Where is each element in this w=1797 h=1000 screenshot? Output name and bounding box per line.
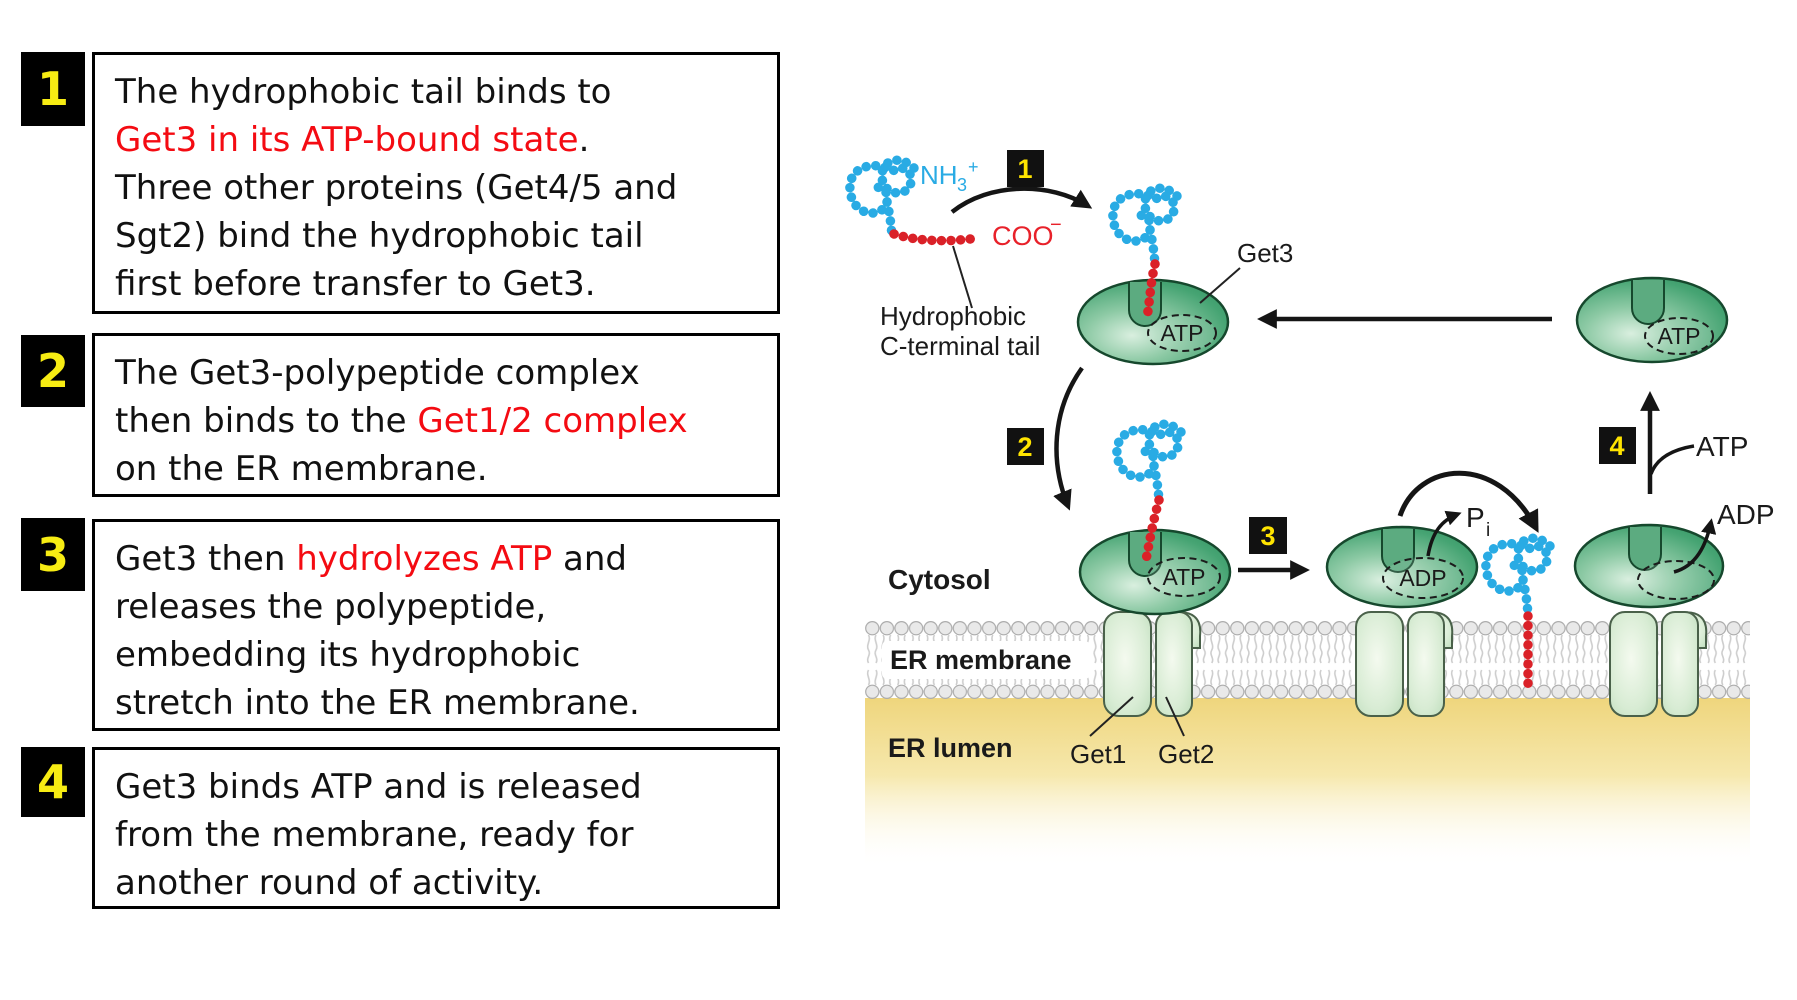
polypeptide-chain — [850, 160, 914, 236]
pi-label: P — [1466, 502, 1485, 533]
tail-binding-groove — [1128, 282, 1162, 327]
diagram-badge-1: 1 — [1007, 150, 1044, 187]
get3-atp-free: ATP — [1076, 278, 1230, 366]
pi-subscript: i — [1486, 520, 1490, 541]
step-text-line: first before transfer to Get3. — [115, 264, 596, 304]
step-text-line: Get3 binds ATP and is released — [115, 767, 642, 807]
step-text-box-4: Get3 binds ATP and is released from the … — [92, 747, 780, 909]
step-text-box-1: The hydrophobic tail binds to Get3 in it… — [92, 52, 780, 314]
get1-protein — [1355, 611, 1404, 717]
get3-pointer-line — [1199, 267, 1241, 304]
step-text-line: stretch into the ER membrane. — [115, 683, 640, 723]
step-text-line: from the membrane, ready for — [115, 815, 634, 855]
nh3-superscript: + — [968, 157, 979, 177]
adp-free-label: ADP — [1717, 499, 1775, 530]
get3-atp-membrane: ATP — [1078, 528, 1232, 616]
get2-protein — [1661, 611, 1699, 717]
get1-protein — [1609, 611, 1658, 717]
tail-binding-groove — [1631, 280, 1665, 325]
step-text-box-3: Get3 then hydrolyzes ATP and releases th… — [92, 519, 780, 731]
step-text-line: releases the polypeptide, — [115, 587, 547, 627]
atp-in-connector — [1649, 444, 1695, 475]
get1-label: Get1 — [1070, 739, 1126, 769]
step-badge-2: 2 — [21, 335, 85, 407]
nucleotide-site — [1382, 557, 1464, 599]
step-text-line: embedding its hydrophobic — [115, 635, 581, 675]
hydrophobic-tail-label-line2: C-terminal tail — [880, 331, 1040, 361]
nucleotide-site-empty — [1637, 560, 1715, 600]
atp-free-label: ATP — [1696, 431, 1748, 462]
nh3-subscript: 3 — [957, 175, 967, 195]
step-text-line: then binds to the Get1/2 complex — [115, 401, 688, 441]
get1-get2-complex — [1355, 611, 1454, 717]
diagram-badge-4: 4 — [1599, 427, 1636, 464]
atp-label: ATP — [1160, 320, 1203, 346]
get2-protein — [1155, 611, 1193, 717]
coo-label: COO — [992, 221, 1054, 251]
step2-arrow — [1053, 366, 1084, 511]
coo-superscript: − — [1050, 214, 1062, 236]
hydrophobic-tail — [1142, 259, 1160, 323]
er-lumen-label: ER lumen — [888, 733, 1013, 763]
get1-protein — [1103, 611, 1152, 717]
step-text-line: The Get3-polypeptide complex — [115, 353, 640, 393]
svg-text:3: 3 — [1260, 521, 1275, 551]
svg-text:1: 1 — [1017, 154, 1032, 184]
tail-binding-groove — [1381, 529, 1415, 573]
release-arrow — [1397, 470, 1539, 533]
get3-atp-recycled: ATP — [1575, 276, 1729, 364]
polypeptide-chain-released — [1486, 538, 1550, 614]
get1-pointer-line — [1089, 696, 1134, 737]
get2-pointer-line — [1165, 696, 1185, 737]
er-membrane-label-halo — [882, 641, 1090, 679]
get3-adp-membrane: ADP — [1325, 525, 1479, 609]
get1-get2-complex — [1609, 611, 1708, 717]
step-text-line: Three other proteins (Get4/5 and — [115, 168, 678, 208]
nucleotide-site — [1147, 557, 1221, 597]
nucleotide-site — [1147, 314, 1217, 352]
diagram-badge-3: 3 — [1249, 517, 1287, 554]
step-badge-4: 4 — [21, 747, 85, 817]
get2-protein — [1407, 611, 1445, 717]
adp-out-arrow — [1673, 518, 1717, 574]
step-text-line: Get3 then hydrolyzes ATP and — [115, 539, 628, 579]
get1-get2-complex — [1103, 611, 1202, 717]
step-text-line: Get3 in its ATP-bound state. — [115, 120, 590, 160]
step-text-line: another round of activity. — [115, 863, 544, 903]
step-badge-3: 3 — [21, 518, 85, 591]
pi-out-arrow — [1426, 510, 1462, 557]
er-membrane-label: ER membrane — [890, 645, 1072, 675]
step-text-line: The hydrophobic tail binds to — [115, 72, 612, 112]
hydrophobic-tail — [1141, 495, 1164, 565]
get2-label: Get2 — [1158, 739, 1214, 769]
hydrophobic-tail-pointer-line — [952, 245, 973, 309]
svg-text:2: 2 — [1017, 432, 1032, 462]
svg-text:4: 4 — [1609, 431, 1624, 461]
step1-arrow — [950, 186, 1093, 214]
adp-label: ADP — [1399, 565, 1446, 591]
step-text-line: Sgt2) bind the hydrophobic tail — [115, 216, 644, 256]
hydrophobic-tail — [889, 229, 983, 246]
cytosol-label: Cytosol — [888, 564, 991, 595]
step-text-box-2: The Get3-polypeptide complex then binds … — [92, 333, 780, 497]
hydrophobic-tail-label-line1: Hydrophobic — [880, 301, 1026, 331]
polypeptide-chain — [1117, 424, 1181, 500]
atp-label: ATP — [1657, 323, 1700, 349]
step-badge-1: 1 — [21, 52, 85, 126]
diagram-badge-2: 2 — [1007, 428, 1044, 465]
polypeptide-chain — [1113, 188, 1177, 264]
er-lumen-region — [865, 698, 1750, 868]
get3-empty-membrane — [1573, 523, 1725, 609]
atp-label: ATP — [1162, 564, 1205, 590]
get3-label: Get3 — [1237, 238, 1293, 268]
nucleotide-site — [1644, 317, 1714, 355]
step-text-line: on the ER membrane. — [115, 449, 488, 489]
nh3-label: NH — [920, 160, 958, 190]
